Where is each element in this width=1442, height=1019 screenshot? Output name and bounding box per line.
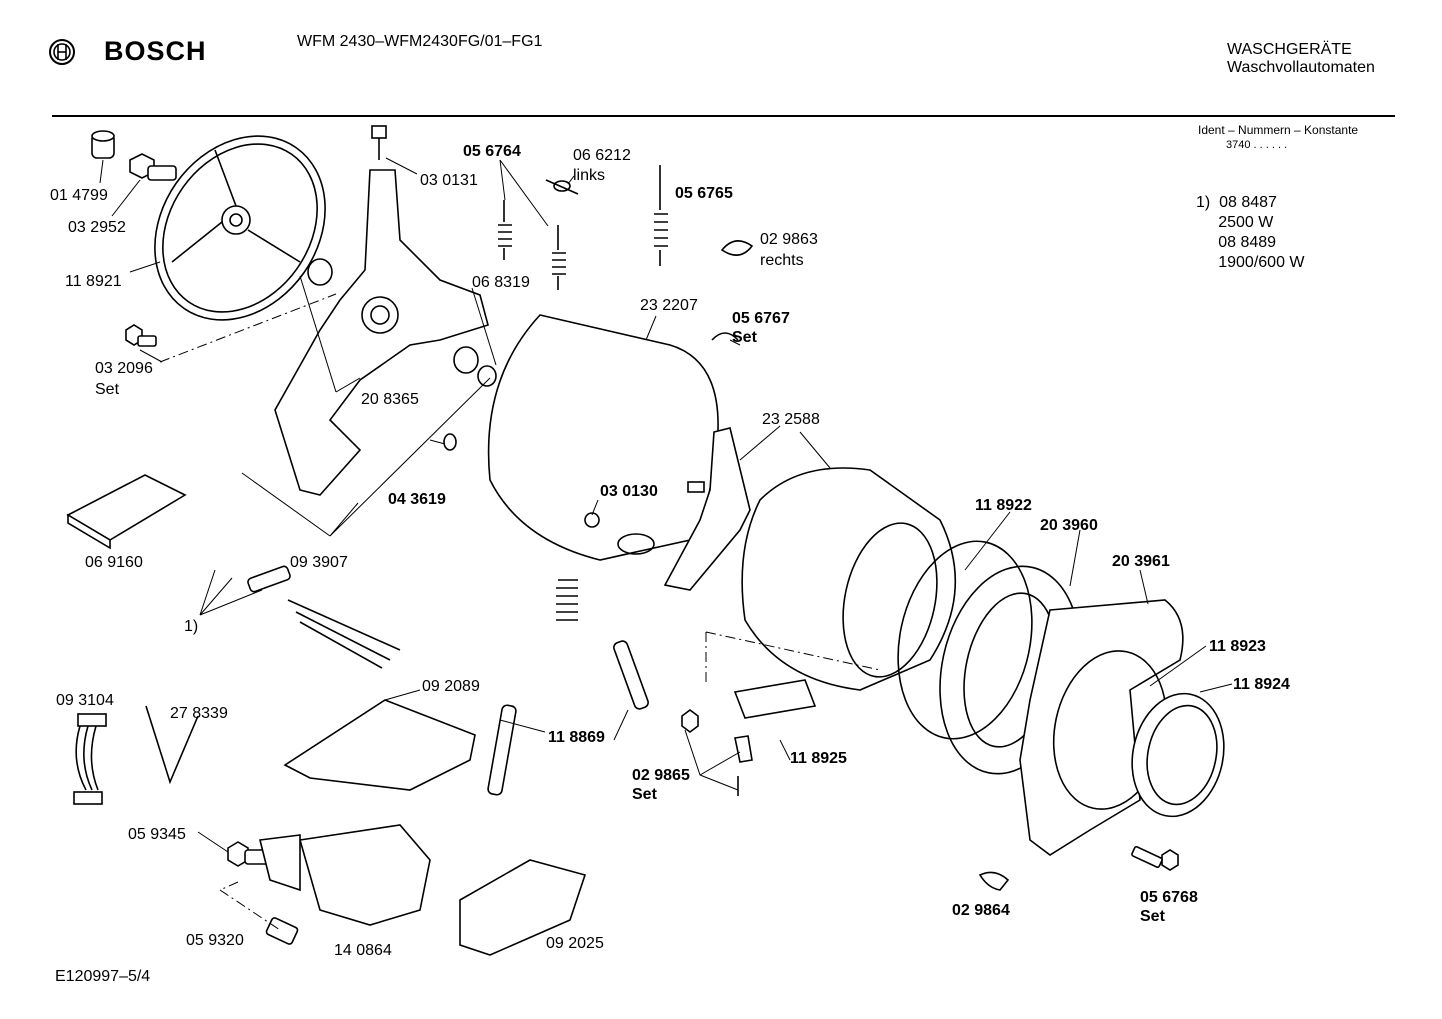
label-203961: 20 3961 (1112, 553, 1170, 570)
door-seal-part (1131, 692, 1225, 818)
ident-label: Ident – Nummern – Konstante (1198, 123, 1359, 137)
heater-element-part (247, 565, 401, 669)
label-030131: 03 0131 (420, 172, 478, 189)
leader-lines (99, 157, 1233, 931)
wiring-harness-part (73, 713, 107, 805)
label-118923: 11 8923 (1209, 638, 1266, 655)
label-043619: 04 3619 (388, 491, 446, 508)
label-092025: 09 2025 (546, 935, 604, 952)
label-093104: 09 3104 (56, 692, 114, 709)
drive-motor-part (259, 824, 431, 926)
pulley-bolt-part (129, 153, 177, 181)
label-118925: 11 8925 (790, 750, 847, 767)
label-232588: 23 2588 (762, 411, 820, 428)
label-032952: 03 2952 (68, 219, 126, 236)
label-014799: 01 4799 (50, 187, 108, 204)
label-056765: 05 6765 (675, 185, 733, 202)
label-029864: 02 9864 (952, 902, 1010, 919)
label-066212-links: links (573, 167, 605, 184)
label-118922: 11 8922 (975, 497, 1032, 514)
drive-pulley-part (154, 135, 326, 321)
motor-spacer-part (265, 917, 299, 945)
drawing-code: E120997–5/4 (55, 968, 151, 985)
subcategory-title: Waschvollautomaten (1227, 59, 1375, 76)
label-029865-set: Set (632, 786, 658, 803)
spring-clip-left-part (545, 179, 579, 195)
label-029863: 02 9863 (760, 231, 818, 248)
label-059345: 05 9345 (128, 826, 186, 843)
wash-drum-part (741, 467, 957, 691)
drum-spider-part (274, 169, 489, 496)
label-203960: 20 3960 (1040, 517, 1098, 534)
label-278339: 27 8339 (170, 705, 228, 722)
footnote-line-4: 1900/600 W (1196, 254, 1305, 271)
label-029863-rechts: rechts (760, 252, 804, 269)
label-056768-set: Set (1140, 908, 1166, 925)
tub-spring-left-part (498, 200, 512, 260)
label-118869: 11 8869 (548, 729, 605, 746)
shaft-seal-part (443, 433, 457, 451)
tub-bracket-part (663, 427, 751, 591)
label-208365: 20 8365 (361, 391, 419, 408)
pulley-screw-part (125, 324, 157, 347)
tub-seal-ring-part (897, 540, 1033, 740)
tub-spring-part (654, 165, 668, 266)
small-clip-part (978, 871, 1010, 891)
footnote-block: 1) 08 8487 2500 W 08 8489 1900/600 W (1196, 193, 1305, 273)
label-029865: 02 9865 (632, 767, 690, 784)
damper-spring-part (556, 579, 578, 621)
tub-screw-set-part (681, 709, 753, 796)
suppressor-block-part (66, 474, 187, 550)
ident-value: 3740 . . . . . . (1226, 139, 1288, 151)
footnote-line-3: 08 8489 (1196, 234, 1277, 251)
label-056768: 05 6768 (1140, 889, 1198, 906)
bearing-bush-part (91, 130, 115, 159)
label-066212: 06 6212 (573, 147, 631, 164)
spring-clip-right-part (720, 240, 754, 256)
v-belt-part (145, 705, 199, 785)
tub-spring-right-part (552, 225, 566, 290)
tub-fixing-part (733, 679, 817, 719)
label-056767-set: Set (732, 329, 758, 346)
label-069160: 06 9160 (85, 554, 143, 571)
tub-clamp-part (711, 332, 739, 341)
footnote-line-1: 1) 08 8487 (1196, 194, 1277, 211)
header-divider (52, 115, 1395, 117)
shock-absorber-part (487, 640, 649, 796)
label-footnote-ref: 1) (184, 618, 198, 635)
label-118921: 11 8921 (65, 273, 122, 290)
label-032096-set: Set (95, 381, 120, 398)
category-title: WASCHGERÄTE (1227, 41, 1352, 58)
bosch-logo-icon (49, 39, 75, 65)
label-092089: 09 2089 (422, 678, 480, 695)
label-232207: 23 2207 (640, 297, 698, 314)
label-030130: 03 0130 (600, 483, 658, 500)
label-056764: 05 6764 (463, 143, 521, 160)
panel-screw-set-part (1131, 845, 1179, 871)
footnote-line-2: 2500 W (1196, 214, 1274, 231)
brand-name: BOSCH (104, 36, 207, 66)
tub-front-panel-part (1019, 599, 1184, 856)
motor-control-module-part (459, 859, 587, 956)
spider-bolt-part (371, 125, 387, 160)
label-056767: 05 6767 (732, 310, 790, 327)
model-title: WFM 2430–WFM2430FG/01–FG1 (297, 33, 543, 50)
label-118924: 11 8924 (1233, 676, 1290, 693)
motor-cover-part (283, 699, 476, 791)
label-059320: 05 9320 (186, 932, 244, 949)
label-140864: 14 0864 (334, 942, 392, 959)
label-068319: 06 8319 (472, 274, 530, 291)
label-032096: 03 2096 (95, 360, 153, 377)
tub-rear-part (487, 314, 719, 561)
drum-bearing-part (307, 258, 497, 387)
label-093907: 09 3907 (290, 554, 348, 571)
